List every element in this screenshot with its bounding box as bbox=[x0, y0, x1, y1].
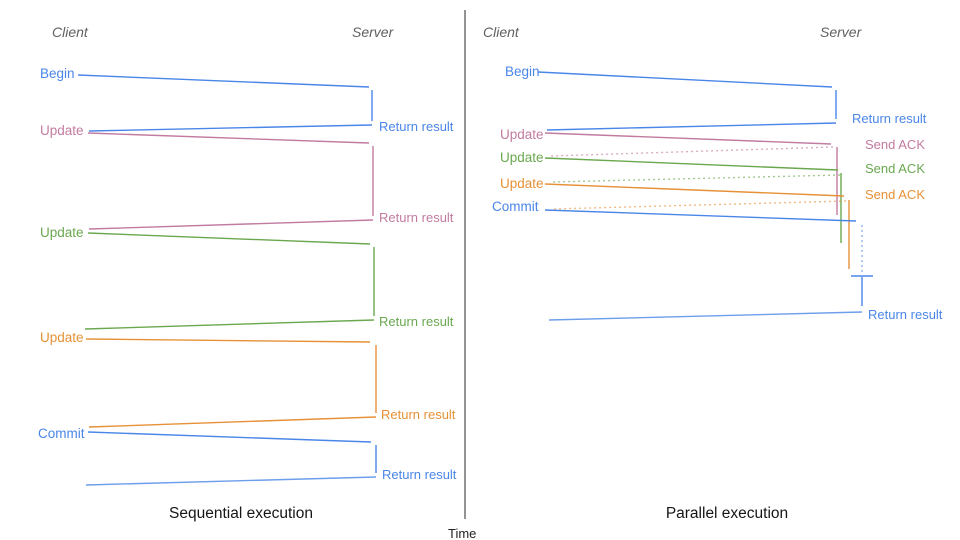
time-axis: Time bbox=[448, 10, 476, 540]
seq-update3-return-arrow bbox=[88, 416, 377, 428]
seq-begin-request-arrow bbox=[77, 74, 370, 88]
seq-return-result-1-label: Return result bbox=[379, 119, 454, 134]
par-event-update2-label: Update bbox=[500, 150, 544, 165]
par-event-update3-label: Update bbox=[500, 176, 544, 191]
par-update3-request-arrow bbox=[544, 183, 845, 197]
par-send-ack-2-label: Send ACK bbox=[865, 161, 925, 176]
seq-event-update2-label: Update bbox=[40, 225, 84, 240]
par-commit-return-arrow bbox=[548, 311, 863, 321]
par-event-begin-label: Begin bbox=[505, 64, 540, 79]
par-send-ack-1-label: Send ACK bbox=[865, 137, 925, 152]
time-axis-label: Time bbox=[448, 526, 476, 540]
seq-return-result-4-label: Return result bbox=[381, 407, 456, 422]
par-begin-request-arrow bbox=[537, 71, 833, 88]
seq-update2-return-arrow bbox=[84, 319, 375, 330]
seq-commit-return-arrow bbox=[85, 476, 377, 486]
seq-update1-request-arrow bbox=[87, 132, 370, 144]
par-event-commit-label: Commit bbox=[492, 199, 539, 214]
seq-event-begin-label: Begin bbox=[40, 66, 75, 81]
par-event-update1-label: Update bbox=[500, 127, 544, 142]
seq-event-commit-label: Commit bbox=[38, 426, 85, 441]
par-commit-request-arrow bbox=[544, 209, 857, 222]
parallel-panel: Client Server Begin Return result Update… bbox=[483, 24, 943, 522]
par-send-ack-3-label: Send ACK bbox=[865, 187, 925, 202]
seq-event-update1-label: Update bbox=[40, 123, 84, 138]
sequential-panel: Client Server Begin Return result Update… bbox=[38, 24, 457, 522]
par-update2-ack-dashed-arrow bbox=[551, 174, 841, 183]
seq-return-result-5-label: Return result bbox=[382, 467, 457, 482]
par-return-result-1-label: Return result bbox=[852, 111, 927, 126]
seq-update3-request-arrow bbox=[85, 338, 371, 343]
seq-return-result-3-label: Return result bbox=[379, 314, 454, 329]
seq-server-header: Server bbox=[352, 24, 395, 40]
par-update1-ack-dashed-arrow bbox=[550, 146, 834, 157]
seq-event-update3-label: Update bbox=[40, 330, 84, 345]
seq-return-result-2-label: Return result bbox=[379, 210, 454, 225]
seq-update1-return-arrow bbox=[88, 219, 374, 230]
seq-client-header: Client bbox=[52, 24, 89, 40]
par-client-header: Client bbox=[483, 24, 520, 40]
seq-update2-request-arrow bbox=[87, 232, 371, 245]
par-update2-request-arrow bbox=[544, 157, 839, 171]
seq-commit-request-arrow bbox=[87, 431, 372, 443]
seq-begin-return-arrow bbox=[88, 124, 373, 132]
par-update1-request-arrow bbox=[544, 132, 832, 145]
par-update3-ack-dashed-arrow bbox=[552, 200, 847, 210]
par-begin-return-arrow bbox=[546, 122, 837, 131]
par-panel-title: Parallel execution bbox=[666, 505, 788, 522]
seq-panel-title: Sequential execution bbox=[169, 505, 313, 522]
par-return-result-2-label: Return result bbox=[868, 307, 943, 322]
par-server-header: Server bbox=[820, 24, 863, 40]
